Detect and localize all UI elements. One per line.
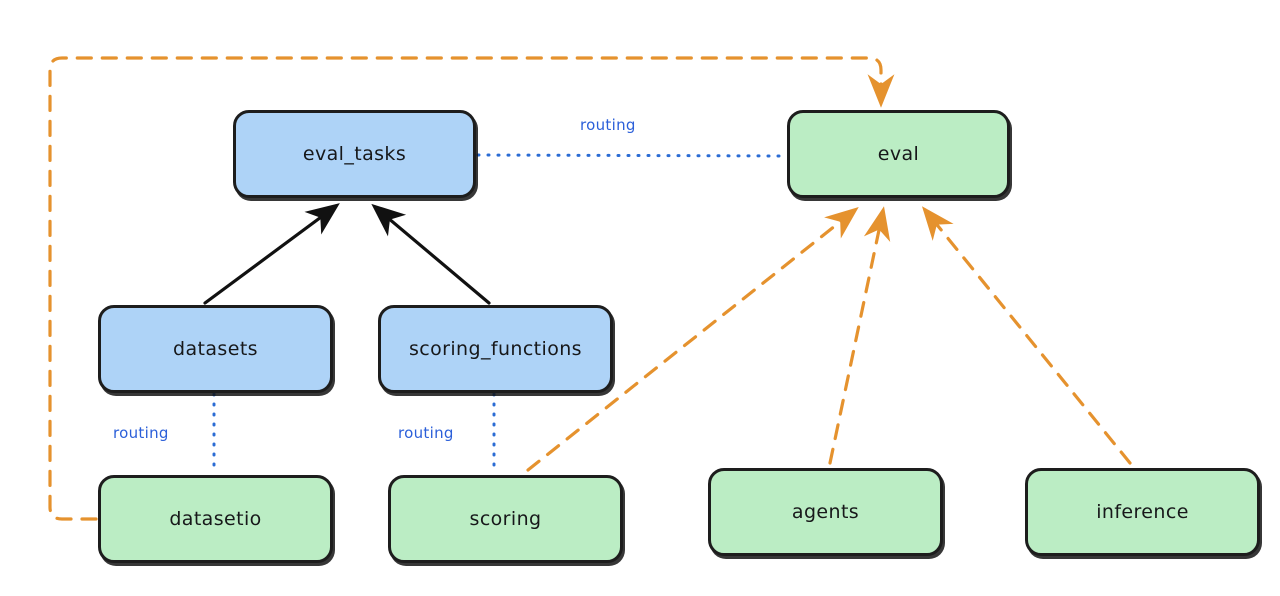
node-label: eval_tasks <box>302 143 407 165</box>
node-label: scoring_functions <box>409 338 582 360</box>
edge-scoring-functions-to-eval-tasks <box>371 203 491 305</box>
node-eval-tasks[interactable]: eval_tasks <box>233 110 476 198</box>
node-datasetio[interactable]: datasetio <box>98 475 333 563</box>
node-label: datasets <box>173 338 258 360</box>
node-label: agents <box>791 501 860 523</box>
node-label: datasetio <box>169 508 262 530</box>
edge-label-routing-middle: routing <box>398 424 454 442</box>
node-agents[interactable]: agents <box>708 468 943 556</box>
node-label: scoring <box>469 508 542 530</box>
node-inference[interactable]: inference <box>1025 468 1260 556</box>
edge-agents-to-eval <box>828 206 891 465</box>
edge-datasets-to-eval-tasks <box>203 203 340 305</box>
edge-routing-eval-tasks-to-eval <box>476 153 788 158</box>
node-label: eval <box>877 143 920 165</box>
edge-inference-to-eval <box>921 206 1132 465</box>
node-scoring-functions[interactable]: scoring_functions <box>378 305 613 393</box>
node-scoring[interactable]: scoring <box>388 475 623 563</box>
edge-label-routing-top: routing <box>580 116 636 134</box>
node-eval[interactable]: eval <box>787 110 1010 198</box>
node-datasets[interactable]: datasets <box>98 305 333 393</box>
edge-label-routing-left: routing <box>113 424 169 442</box>
node-label: inference <box>1096 501 1189 523</box>
